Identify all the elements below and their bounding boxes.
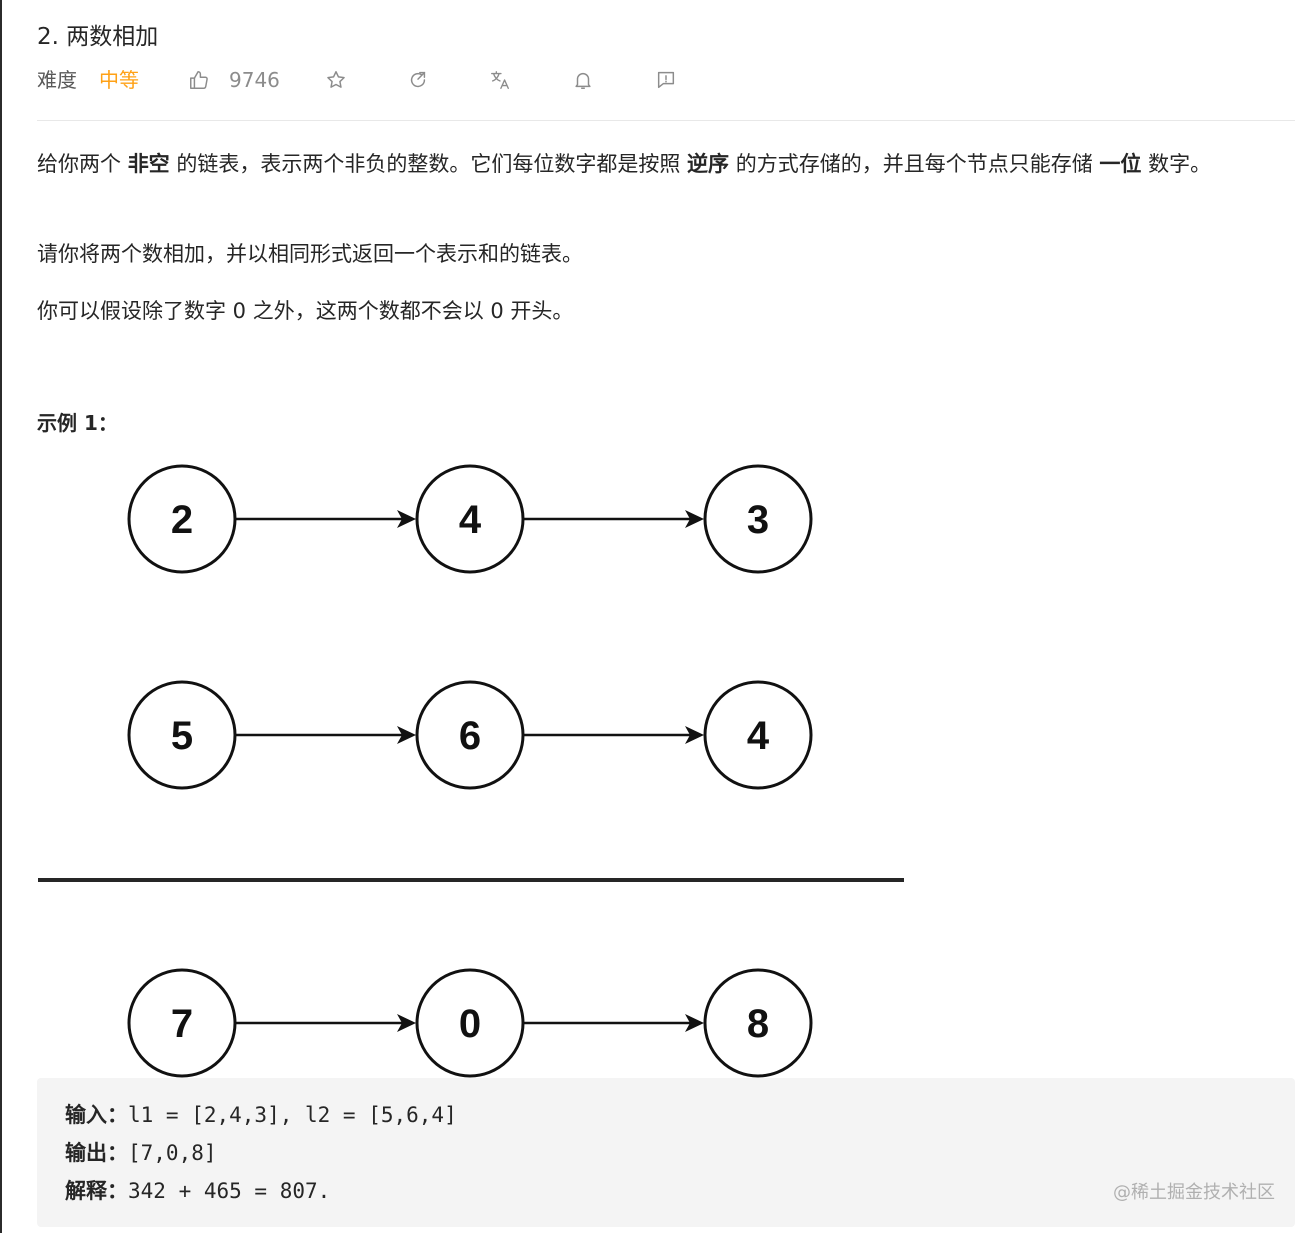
list-3-node-1-label: 7	[171, 1002, 193, 1046]
list-1-node-2-label: 4	[459, 498, 482, 542]
explain-value: 342 + 465 = 807.	[128, 1179, 331, 1203]
input-key: 输入：	[65, 1103, 128, 1127]
p1-bold-3: 一位	[1099, 152, 1142, 176]
p1-text-4: 数字。	[1141, 152, 1212, 176]
list-2-node-1-label: 5	[171, 714, 193, 758]
list-2-arrowhead-2	[685, 726, 704, 744]
list-1-node-1-label: 2	[171, 498, 193, 542]
list-3-node-2-label: 0	[459, 1002, 481, 1046]
list-1-node-3-label: 3	[747, 498, 769, 542]
list-1-arrowhead-2	[685, 510, 704, 528]
list-3-node-3-label: 8	[747, 1002, 769, 1046]
example-output-line: 输出：[7,0,8]	[65, 1138, 217, 1168]
list-2-node-2-label: 6	[459, 714, 481, 758]
input-value: l1 = [2,4,3], l2 = [5,6,4]	[128, 1103, 457, 1127]
list-1-arrowhead-1	[397, 510, 416, 528]
list-2-node-2	[415, 680, 525, 790]
p1-bold-1: 非空	[127, 152, 170, 176]
p1-text-1: 给你两个	[37, 152, 128, 176]
output-key: 输出：	[65, 1141, 128, 1165]
watermark: @稀土掘金技术社区	[1113, 1182, 1275, 1203]
example-title: 示例 1：	[37, 411, 118, 435]
thumbs-up-icon[interactable]	[187, 64, 211, 96]
like-count: 9746	[229, 68, 280, 92]
p1-text-3: 的方式存储的，并且每个节点只能存储	[729, 152, 1100, 176]
example-code-block: 输入：l1 = [2,4,3], l2 = [5,6,4] 输出：[7,0,8]…	[37, 1078, 1295, 1227]
description-paragraph-1: 给你两个 非空 的链表，表示两个非负的整数。它们每位数字都是按照 逆序 的方式存…	[37, 147, 1299, 181]
list-2-node-3-label: 4	[747, 714, 770, 758]
example-input-line: 输入：l1 = [2,4,3], l2 = [5,6,4]	[65, 1100, 457, 1130]
share-icon[interactable]	[406, 64, 430, 96]
list-3-node-3	[703, 968, 813, 1078]
comment-icon[interactable]	[654, 64, 678, 96]
list-1-node-2	[415, 464, 525, 574]
description-paragraph-3: 你可以假设除了数字 0 之外，这两个数都不会以 0 开头。	[37, 299, 574, 323]
description-paragraph-2: 请你将两个数相加，并以相同形式返回一个表示和的链表。	[37, 242, 583, 266]
list-2-node-3	[703, 680, 813, 790]
p1-text-2: 的链表，表示两个非负的整数。它们每位数字都是按照	[169, 152, 688, 176]
list-1-node-3	[703, 464, 813, 574]
example-explanation-line: 解释：342 + 465 = 807.	[65, 1176, 330, 1206]
list-3-arrowhead-2	[685, 1014, 704, 1032]
bell-icon[interactable]	[571, 64, 595, 96]
list-3-node-1	[127, 968, 237, 1078]
list-2-node-1	[127, 680, 237, 790]
meta-row: 难度 中等 9746	[37, 64, 737, 96]
header-divider	[37, 120, 1295, 121]
list-1-node-1	[127, 464, 237, 574]
list-2-arrowhead-1	[397, 726, 416, 744]
p1-bold-2: 逆序	[687, 152, 730, 176]
output-value: [7,0,8]	[128, 1141, 217, 1165]
problem-title: 2. 两数相加	[37, 24, 159, 50]
left-border	[0, 0, 2, 1233]
star-icon[interactable]	[324, 64, 348, 96]
explain-key: 解释：	[65, 1179, 128, 1203]
difficulty-value: 中等	[99, 68, 139, 92]
translate-icon[interactable]	[488, 64, 512, 96]
list-3-node-2	[415, 968, 525, 1078]
difficulty-label: 难度	[37, 68, 77, 92]
list-3-arrowhead-1	[397, 1014, 416, 1032]
